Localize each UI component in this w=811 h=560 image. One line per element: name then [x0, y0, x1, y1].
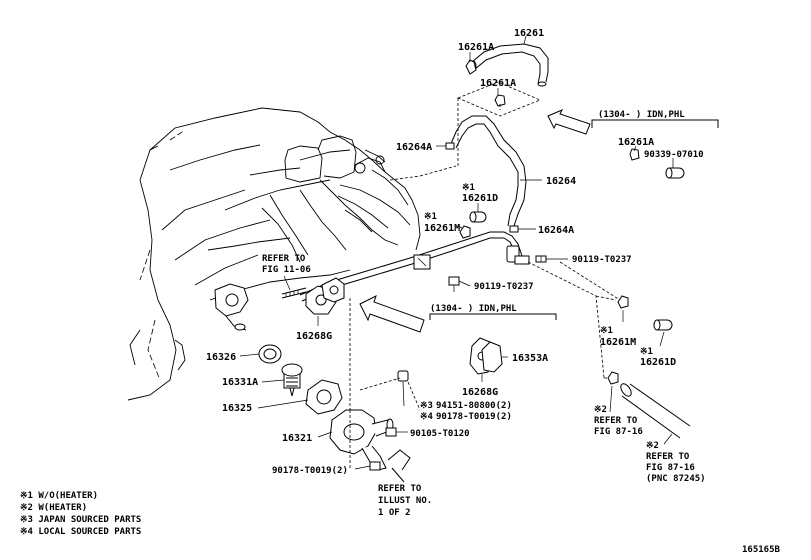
- label-90339-07010: 90339-07010: [644, 150, 704, 160]
- label-90178-T0019-b: 90178-T0019(2): [272, 466, 348, 476]
- legend-item-2: ※2 W(HEATER): [20, 503, 87, 513]
- variant-box-top: [591, 119, 719, 128]
- thermostat-16331A: [281, 363, 303, 397]
- clamp-16261M-right: [617, 295, 629, 309]
- label-90119-T0237-right: 90119-T0237: [572, 255, 632, 265]
- bolt-90119-right: [535, 255, 547, 263]
- label-16261A-mid: 16261A: [480, 78, 516, 89]
- refer-fig-11-06-line2: FIG 11-06: [262, 265, 311, 275]
- label-16325: 16325: [222, 403, 252, 414]
- label-16261D-top: 16261D: [462, 193, 498, 204]
- variant-note-top: (1304- ) IDN,PHL: [598, 110, 685, 120]
- mark-4: ※4: [420, 412, 434, 422]
- mark-2-refer-b: ※2: [646, 441, 659, 451]
- nut-94151: [397, 370, 409, 382]
- label-16353A: 16353A: [512, 353, 548, 364]
- water-outlet-engine: [214, 283, 249, 331]
- label-16261D-right: 16261D: [640, 357, 676, 368]
- bolt-90119-mid: [448, 276, 460, 292]
- plug-16261D-right: [653, 319, 673, 331]
- refer-fig-87-16-a-line1: REFER TO: [594, 416, 638, 426]
- label-16264A-bot: 16264A: [538, 225, 574, 236]
- part-labels: 16261 16261A 16261A 16261A 90339-07010 1…: [206, 28, 704, 476]
- nut-90178: [369, 461, 381, 471]
- dashed-leaders: [349, 81, 621, 470]
- heater-hose: [620, 383, 691, 439]
- refer-fig-11-06-line1: REFER TO: [262, 254, 306, 264]
- refer-fig-87-16-b-line2: FIG 87-16: [646, 463, 695, 473]
- bracket-pipe-clamp: [413, 254, 431, 270]
- refer-illust-line1: REFER TO: [378, 484, 422, 494]
- label-leaders: [239, 35, 674, 470]
- mark-1-16261D: ※1: [462, 183, 475, 193]
- mark-1-16261M-right: ※1: [600, 326, 613, 336]
- label-16261A-top: 16261A: [458, 42, 494, 53]
- clamp-heater-hose: [607, 371, 619, 385]
- cover-16353A: [481, 341, 503, 373]
- clamp-16261A-mid: [494, 94, 506, 107]
- diagram-id: 165165B: [742, 545, 781, 555]
- variant-note-mid: (1304- ) IDN,PHL: [430, 304, 517, 314]
- engine-block-outline: [127, 107, 421, 401]
- stud-refer-fig: [281, 287, 307, 299]
- refer-illust-line2: ILLUST NO.: [378, 496, 432, 506]
- label-16261M-right: 16261M: [600, 337, 636, 348]
- label-94151-80800: 94151-80800(2): [436, 401, 512, 411]
- label-16326: 16326: [206, 352, 236, 363]
- legend-item-4: ※4 LOCAL SOURCED PARTS: [20, 527, 141, 537]
- inlet-16321: [329, 409, 394, 471]
- hose-16264: [449, 115, 527, 227]
- arrow-upper: [547, 109, 591, 135]
- clip-16264A-top: [445, 142, 455, 150]
- refer-fig-87-16-a-line2: FIG 87-16: [594, 427, 643, 437]
- label-16268G-bot: 16268G: [462, 387, 498, 398]
- refer-fig-87-16-b-line1: REFER TO: [646, 452, 690, 462]
- label-90119-T0237-mid: 90119-T0237: [474, 282, 534, 292]
- label-90178-T0019-a: 90178-T0019(2): [436, 412, 512, 422]
- mark-1-16261M: ※1: [424, 212, 437, 222]
- label-16331A: 16331A: [222, 377, 258, 388]
- mark-1-16261D-right: ※1: [640, 347, 653, 357]
- label-16268G-top: 16268G: [296, 331, 332, 342]
- arrow-lower: [359, 295, 425, 333]
- mark-2-refer-a: ※2: [594, 405, 607, 415]
- gasket-16326: [258, 344, 282, 364]
- bolt-90105: [385, 427, 397, 437]
- plug-16261D-top: [469, 211, 487, 223]
- label-16264A-top: 16264A: [396, 142, 432, 153]
- clamp-16261A-box: [629, 148, 640, 161]
- clamp-16261M-top: [459, 225, 471, 239]
- refer-fig-87-16-b-line3: (PNC 87245): [646, 474, 706, 484]
- plug-90339: [665, 167, 685, 179]
- clamp-16261A-top: [465, 59, 477, 75]
- refer-illust-line3: 1 OF 2: [378, 508, 411, 518]
- gasket-16325: [305, 379, 343, 415]
- clip-16264A-bot: [509, 225, 519, 233]
- label-90105-T0120: 90105-T0120: [410, 429, 470, 439]
- label-16264: 16264: [546, 176, 576, 187]
- label-16261: 16261: [514, 28, 544, 39]
- notes: (1304- ) IDN,PHL (1304- ) IDN,PHL REFER …: [262, 110, 706, 518]
- label-16321: 16321: [282, 433, 312, 444]
- legend-item-1: ※1 W/O(HEATER): [20, 491, 98, 501]
- mark-3: ※3: [420, 401, 433, 411]
- label-16261M-top: 16261M: [424, 223, 460, 234]
- legend: ※1 W/O(HEATER) ※2 W(HEATER) ※3 JAPAN SOU…: [20, 491, 141, 537]
- variant-box-mid: [429, 313, 557, 320]
- hose-lower-inlet: [387, 449, 411, 483]
- label-16261A-box: 16261A: [618, 137, 654, 148]
- flange-pipe-end: [321, 277, 345, 303]
- legend-item-3: ※3 JAPAN SOURCED PARTS: [20, 515, 141, 525]
